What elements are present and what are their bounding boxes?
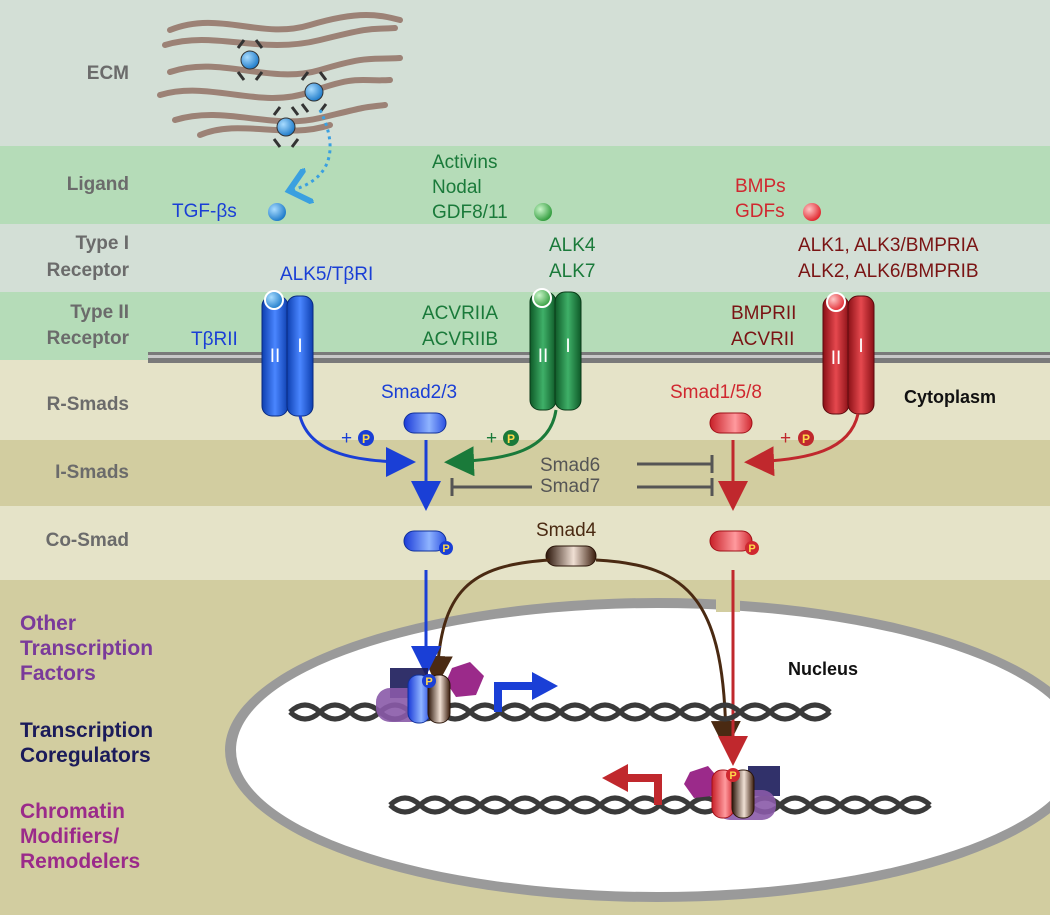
receptor-acvriib-label: ACVRIIB — [422, 329, 498, 350]
cytoplasm-label: Cytoplasm — [904, 387, 996, 407]
bmp-phospho-arrow — [744, 413, 860, 477]
receptor-bmp-type1-line2: ALK2, ALK6/BMPRIB — [798, 261, 979, 282]
row-label-type1-line1: Type I — [76, 233, 130, 254]
bmp-p-badge — [798, 430, 814, 446]
receptor-tgfb: II I — [261, 290, 314, 417]
receptor-activin: II I — [529, 288, 582, 411]
phospho-smad23-p — [439, 541, 453, 555]
row-label-cosmad: Co-Smad — [46, 530, 129, 551]
row-label-ligand: Ligand — [67, 174, 129, 195]
smad23-label: Smad2/3 — [381, 382, 457, 403]
smad4-label: Smad4 — [536, 520, 597, 541]
ligand-bmp-ball — [803, 203, 821, 221]
phospho-smad23-p-text: P — [442, 543, 449, 555]
chromatin-line1: Chromatin — [20, 800, 125, 823]
receptor-bmp-domain-i: I — [858, 336, 863, 357]
chromatin-line3: Remodelers — [20, 850, 140, 873]
chromatin-line2: Modifiers/ — [20, 825, 119, 848]
receptor-bmp-domain-ii: II — [831, 348, 842, 369]
tgfb-transcription-complex: P — [376, 662, 484, 724]
activin-p-badge — [503, 430, 519, 446]
receptor-activin-domain-i: I — [565, 336, 570, 357]
phospho-smad158-p-text: P — [748, 543, 755, 555]
ligand-bmps-line2: GDFs — [735, 201, 785, 222]
membrane-highlight — [148, 355, 1050, 358]
ligand-activins-line2: Nodal — [432, 177, 482, 198]
tgfb-transcription-start-arrow — [494, 672, 558, 712]
receptor-bmprii-label: BMPRII — [731, 303, 796, 324]
bmp-p-badge-text: P — [802, 432, 810, 446]
nuclear-pore-right — [716, 592, 740, 612]
tgfb-phospho-arrow — [298, 415, 416, 477]
tgfb-p-badge-text: P — [362, 432, 370, 446]
receptor-acvrii-label: ACVRII — [731, 329, 794, 350]
activin-phospho-arrow — [444, 409, 558, 477]
ligand-activins-line3: GDF8/11 — [432, 202, 508, 223]
band-type1 — [0, 224, 1050, 292]
receptor-alk7-label: ALK7 — [549, 261, 595, 282]
ecm-latent-complexes — [236, 39, 328, 148]
other-tf-line3: Factors — [20, 662, 96, 685]
nucleus-interior — [236, 608, 1050, 892]
band-ligand — [0, 146, 1050, 224]
row-label-type2-line2: Receptor — [47, 328, 130, 349]
bmp-transcription-complex: P — [684, 766, 780, 820]
band-ecm — [0, 0, 1050, 146]
receptor-tgfb-domain-i: I — [297, 336, 302, 357]
band-cosmad — [0, 506, 1050, 580]
bmp-transcription-start-arrow — [602, 764, 662, 805]
receptor-bmp: II I — [822, 292, 875, 415]
bmp-plus-sign: + — [780, 428, 791, 449]
row-label-ismads: I-Smads — [55, 462, 129, 483]
ecm-fibers — [157, 12, 403, 138]
coreg-line1: Transcription — [20, 719, 153, 742]
row-label-type2-line1: Type II — [70, 302, 129, 323]
ligand-bmps-line1: BMPs — [735, 176, 786, 197]
tgfb-plus-sign: + — [341, 428, 352, 449]
activin-p-badge-text: P — [507, 432, 515, 446]
ligand-tgfb-ball — [268, 203, 286, 221]
other-tf-line2: Transcription — [20, 637, 153, 660]
row-label-rsmads: R-Smads — [47, 394, 129, 415]
tgfb-complex-p: P — [425, 676, 432, 688]
ligand-activins-line1: Activins — [432, 152, 497, 173]
coreg-line2: Coregulators — [20, 744, 151, 767]
receptor-bmp-type1-line1: ALK1, ALK3/BMPRIA — [798, 235, 979, 256]
ligand-activin-ball — [534, 203, 552, 221]
other-tf-line1: Other — [20, 612, 76, 635]
row-labels: ECM Ligand Type I Receptor Type II Recep… — [46, 63, 130, 551]
smad23-pill — [403, 412, 447, 434]
nucleus-label: Nucleus — [788, 659, 858, 679]
row-label-type1-line2: Receptor — [47, 260, 130, 281]
receptor-alk4-label: ALK4 — [549, 235, 596, 256]
tgfb-p-badge — [358, 430, 374, 446]
row-label-ecm: ECM — [87, 63, 129, 84]
nuclear-pore-left — [410, 592, 434, 612]
band-rsmads — [0, 360, 1050, 440]
ligand-tgfb-label: TGF-βs — [172, 201, 237, 222]
smad158-label: Smad1/5/8 — [670, 382, 762, 403]
smad6-inhibit-line — [637, 455, 714, 473]
receptor-alk5-label: ALK5/TβRI — [280, 264, 373, 285]
smad4-right-arrow — [595, 558, 741, 751]
receptor-acvriia-label: ACVRIIA — [422, 303, 498, 324]
smad7-label: Smad7 — [540, 476, 600, 497]
receptor-activin-domain-ii: II — [538, 346, 549, 367]
smad4-pill — [545, 545, 597, 567]
smad158-pill — [709, 412, 753, 434]
activin-plus-sign: + — [486, 428, 497, 449]
receptor-tgfb-domain-ii: II — [270, 346, 281, 367]
smad6-label: Smad6 — [540, 455, 600, 476]
smad7-inhibit-lines — [450, 478, 714, 496]
receptor-tbrii-label: TβRII — [191, 329, 238, 350]
bmp-complex-p: P — [729, 770, 736, 782]
band-type2 — [0, 292, 1050, 360]
phospho-smad158-p — [745, 541, 759, 555]
